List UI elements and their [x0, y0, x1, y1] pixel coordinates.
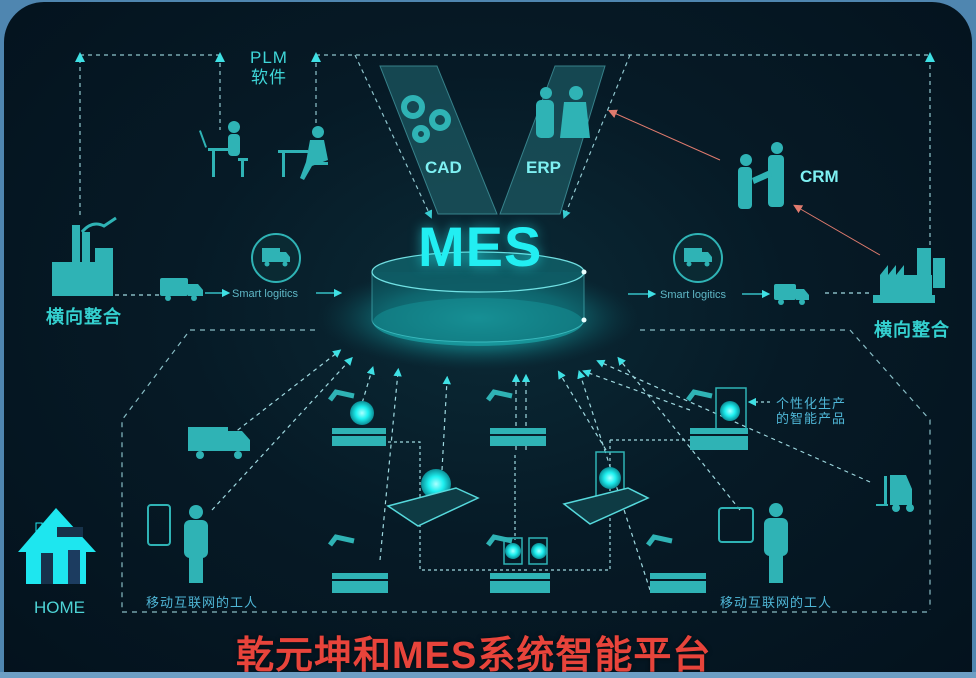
page-title: 乾元坤和MES系统智能平台	[236, 635, 712, 677]
red-arrows	[607, 109, 881, 256]
right-integration-label: 横向整合	[874, 320, 950, 340]
left-truck-icon	[160, 278, 203, 301]
mes-title: MES	[418, 215, 543, 278]
mobile-worker-right-label: 移动互联网的工人	[720, 595, 833, 610]
left-delivery-truck-icon	[188, 427, 250, 459]
crm-label: CRM	[800, 167, 839, 186]
home-icon	[18, 508, 96, 584]
left-logistics-label: Smart logitics	[232, 288, 299, 300]
left-factory-icon	[52, 216, 117, 296]
home-label: HOME	[34, 598, 85, 617]
product-note: 个性化生产 的智能产品	[776, 396, 847, 426]
diagram-graphics	[18, 52, 945, 613]
right-logistics-label: Smart logitics	[660, 289, 727, 301]
product-box-icons	[503, 387, 747, 565]
forklift-icon	[876, 475, 914, 512]
agv-cart-icons	[386, 487, 650, 527]
product-orb-icons	[350, 401, 740, 559]
left-integration-label: 横向整合	[46, 307, 122, 327]
robot-arm-conveyor-icons	[328, 389, 748, 593]
tablet-icon	[718, 507, 754, 543]
right-factory-icon	[873, 248, 945, 303]
crm-handshake-icon	[738, 142, 784, 209]
plm-worker-icons	[198, 121, 328, 180]
bottom-border	[0, 672, 976, 678]
right-truck-icon	[774, 284, 809, 305]
bottom-dashed-frame	[121, 329, 931, 613]
erp-people-icon	[536, 86, 590, 138]
cad-label: CAD	[425, 158, 462, 177]
mobile-phone-icon	[147, 504, 171, 546]
mobile-worker-left-label: 移动互联网的工人	[146, 595, 259, 610]
plm-label: PLM 软件	[250, 48, 288, 87]
right-worker-icon	[764, 503, 788, 583]
mes-platform	[318, 251, 638, 370]
diagram-canvas: PLM 软件 CAD ERP CRM MES 横向整合 横向整合 Smart l…	[4, 2, 972, 678]
cad-gear-icon	[401, 95, 451, 143]
erp-label: ERP	[526, 158, 561, 177]
left-worker-icon	[184, 505, 208, 583]
right-logistics-circle-icon	[673, 233, 723, 283]
left-logistics-circle-icon	[251, 233, 301, 283]
